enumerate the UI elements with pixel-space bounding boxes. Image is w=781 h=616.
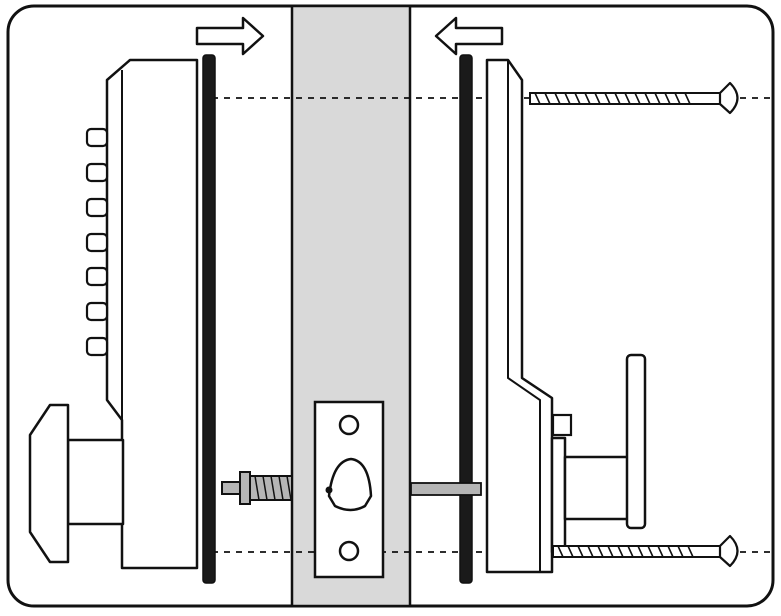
- latch-spindle-hole: [325, 486, 333, 494]
- keypad-button: [85, 197, 109, 218]
- latch-bolt: [327, 457, 373, 512]
- interior-gasket: [459, 54, 473, 584]
- mounting-screw-bottom: [552, 534, 739, 568]
- keypad-button: [85, 266, 109, 287]
- arrow-left-icon: [434, 16, 504, 56]
- keypad-button: [85, 162, 109, 183]
- mounting-plate-edge: [507, 60, 541, 572]
- interior-mounting-plate: [485, 58, 554, 574]
- faceplate-screw-hole-bottom: [338, 540, 360, 562]
- keypad-button: [85, 301, 109, 322]
- interior-lever: [550, 353, 647, 554]
- faceplate-screw-hole-top: [338, 414, 360, 436]
- exterior-spindle: [221, 471, 293, 505]
- keypad-button: [85, 127, 109, 148]
- exterior-knob: [28, 403, 125, 564]
- keypad-buttons: [85, 127, 109, 357]
- interior-tab: [551, 413, 573, 437]
- mounting-screw-top: [529, 81, 739, 115]
- exterior-gasket: [202, 54, 216, 584]
- keypad-button: [85, 232, 109, 253]
- arrow-right-icon: [195, 16, 265, 56]
- interior-spindle: [410, 482, 482, 496]
- keypad-button: [85, 336, 109, 357]
